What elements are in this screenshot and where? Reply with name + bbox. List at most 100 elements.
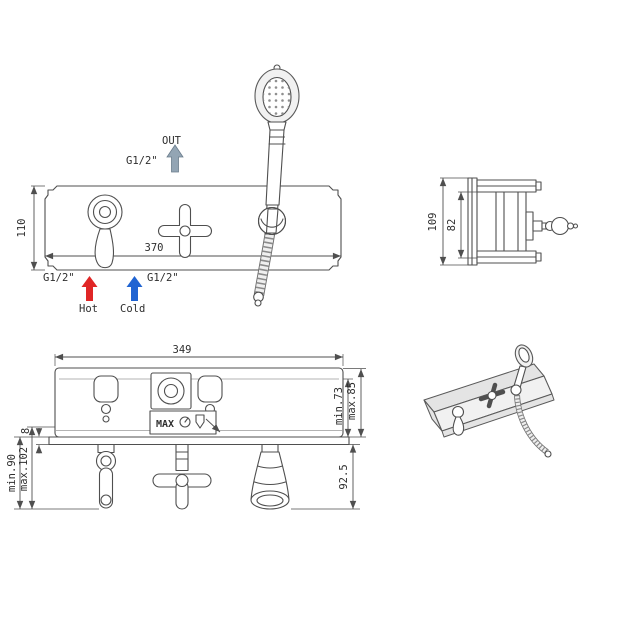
inlet-markings: G1/2" G1/2" Hot Cold — [43, 272, 179, 315]
dim-panel-height: 110 — [16, 185, 45, 271]
dim-label-370: 370 — [145, 242, 164, 254]
cross-neck — [175, 443, 189, 472]
shower-hose-ribs — [254, 232, 275, 296]
cold-thread-label: G1/2" — [147, 272, 179, 284]
lever-handle-plan — [95, 443, 117, 509]
dim-label-92-5: 92.5 — [338, 464, 350, 489]
side-view: 109 82 — [427, 177, 579, 266]
cone-band-2 — [253, 481, 287, 486]
iso-hose-end — [544, 450, 552, 458]
cross-handle-hub — [179, 225, 191, 237]
lever-end — [100, 494, 112, 506]
iso-cross-hub — [487, 390, 497, 401]
holder-cradle — [260, 218, 284, 228]
spindle — [98, 205, 112, 219]
cone-band-1 — [256, 465, 284, 469]
shower-handle — [265, 129, 285, 206]
dim-label-110: 110 — [16, 219, 28, 238]
lever-body — [98, 467, 114, 509]
gauge-icon — [179, 416, 191, 428]
iso-lever — [451, 405, 465, 436]
handle-escutcheon-side — [525, 211, 534, 241]
left-screw-2 — [102, 415, 110, 423]
porcelain-lever — [94, 228, 115, 269]
dim-holder-projection: 92.5 — [291, 444, 360, 510]
iso-lever-handle — [452, 416, 465, 436]
holder-bell-plan — [250, 443, 290, 510]
cross-handle-front — [158, 204, 212, 258]
cartridge-inner — [163, 383, 179, 399]
extension-lines — [14, 436, 49, 445]
right-valve-slot — [197, 375, 223, 403]
lever-spindle — [100, 455, 112, 467]
cross-handle-plan — [152, 443, 212, 510]
valve-body-lines — [503, 191, 519, 252]
left-valve-slot — [93, 375, 119, 403]
handle-collar — [267, 121, 287, 131]
isometric-view — [423, 344, 555, 458]
handle-tip — [572, 223, 579, 229]
out-thread-label: G1/2" — [126, 155, 158, 167]
max-arrow — [205, 418, 221, 433]
iso-handshower — [510, 344, 552, 458]
dim-min-depth-right: min.73 — [333, 378, 353, 437]
extension-lines — [31, 185, 45, 271]
bottom-arm-cap — [535, 252, 542, 262]
top-arm-cap — [535, 181, 542, 191]
dim-label-max102: max.102 — [18, 447, 30, 491]
dim-min-depth-left: min.90 — [6, 437, 99, 510]
dim-side-overall: 109 — [427, 177, 468, 266]
spray-face-dots — [263, 77, 291, 117]
cold-label: Cold — [120, 303, 145, 315]
hot-label: Hot — [79, 303, 98, 315]
cross-handle-side — [525, 211, 579, 241]
dim-panel-width: 370 — [45, 242, 341, 260]
hot-arrow-icon — [81, 276, 98, 301]
iso-lever-escutcheon — [451, 405, 465, 419]
outlet-marking: OUT G1/2" — [126, 135, 184, 173]
iso-hose-ribs-path — [514, 394, 549, 454]
dim-max-depth-right: max.85 — [343, 368, 366, 438]
dim-label-min90: min.90 — [6, 454, 18, 492]
bell-rim-inner — [256, 494, 284, 507]
cross-hub — [175, 473, 189, 488]
dim-label-min73: min.73 — [333, 387, 345, 425]
dim-max-depth-left: max.102 — [18, 426, 55, 509]
handle-ball-knob — [550, 216, 570, 236]
valve-body-side — [495, 191, 527, 252]
holder-ring — [257, 206, 287, 236]
handle-neck — [566, 222, 575, 230]
dim-body-width: 349 — [54, 344, 344, 366]
handshower-assembly — [253, 64, 300, 307]
hose-end-tip — [254, 299, 262, 307]
dim-side-body: 82 — [446, 191, 477, 259]
dim-label-349: 349 — [173, 344, 192, 356]
hot-thread-label: G1/2" — [43, 272, 75, 284]
cold-arrow-icon — [126, 276, 143, 301]
holder-base — [261, 443, 279, 454]
extension-lines — [343, 368, 366, 438]
dim-label-max85: max.85 — [346, 382, 358, 420]
cartridge-icon — [195, 414, 205, 429]
max-marking: MAX — [149, 410, 221, 435]
finish-plate-edge — [48, 436, 350, 446]
handle-stem — [532, 220, 543, 232]
handle-rings — [268, 136, 286, 145]
holder-handle-segment — [265, 208, 279, 234]
front-view: 370 — [16, 64, 342, 315]
gauge-needle — [184, 417, 189, 423]
iso-shower-face — [518, 347, 530, 363]
dim-label-82: 82 — [446, 219, 458, 232]
dim-label-109: 109 — [427, 213, 439, 232]
cross-neck-rings — [175, 451, 189, 460]
out-arrow-icon — [166, 144, 184, 173]
extension-lines — [54, 354, 344, 366]
top-view: 349 MAX — [6, 344, 366, 510]
iso-cross-handle — [478, 382, 506, 409]
dim-label-8: 8 — [20, 428, 32, 434]
left-screw-1 — [100, 403, 112, 415]
diverter-lever-control — [87, 194, 123, 269]
out-label: OUT — [162, 135, 182, 147]
